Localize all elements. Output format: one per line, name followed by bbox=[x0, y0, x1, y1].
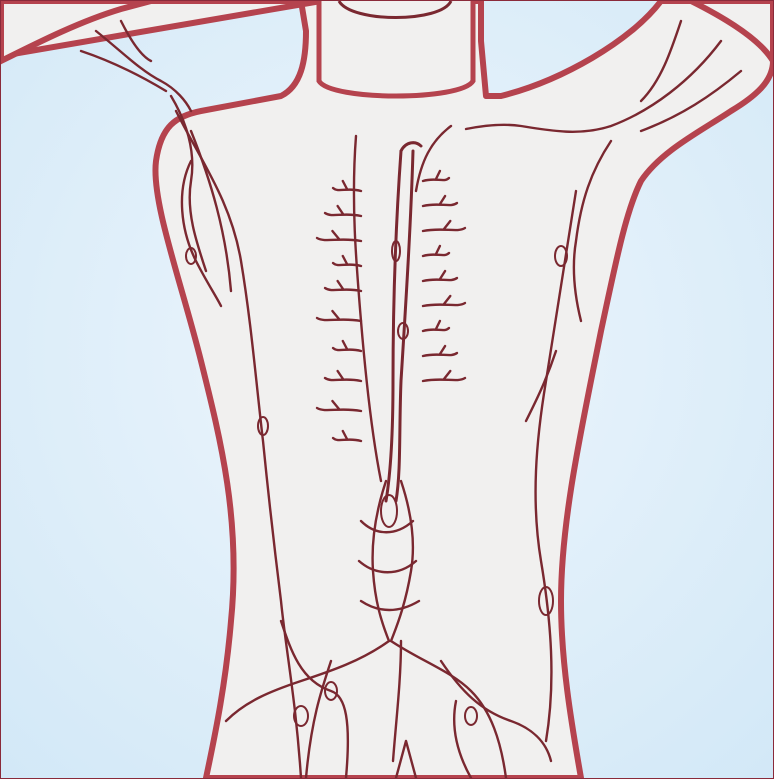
neck-outline bbox=[319, 1, 473, 96]
